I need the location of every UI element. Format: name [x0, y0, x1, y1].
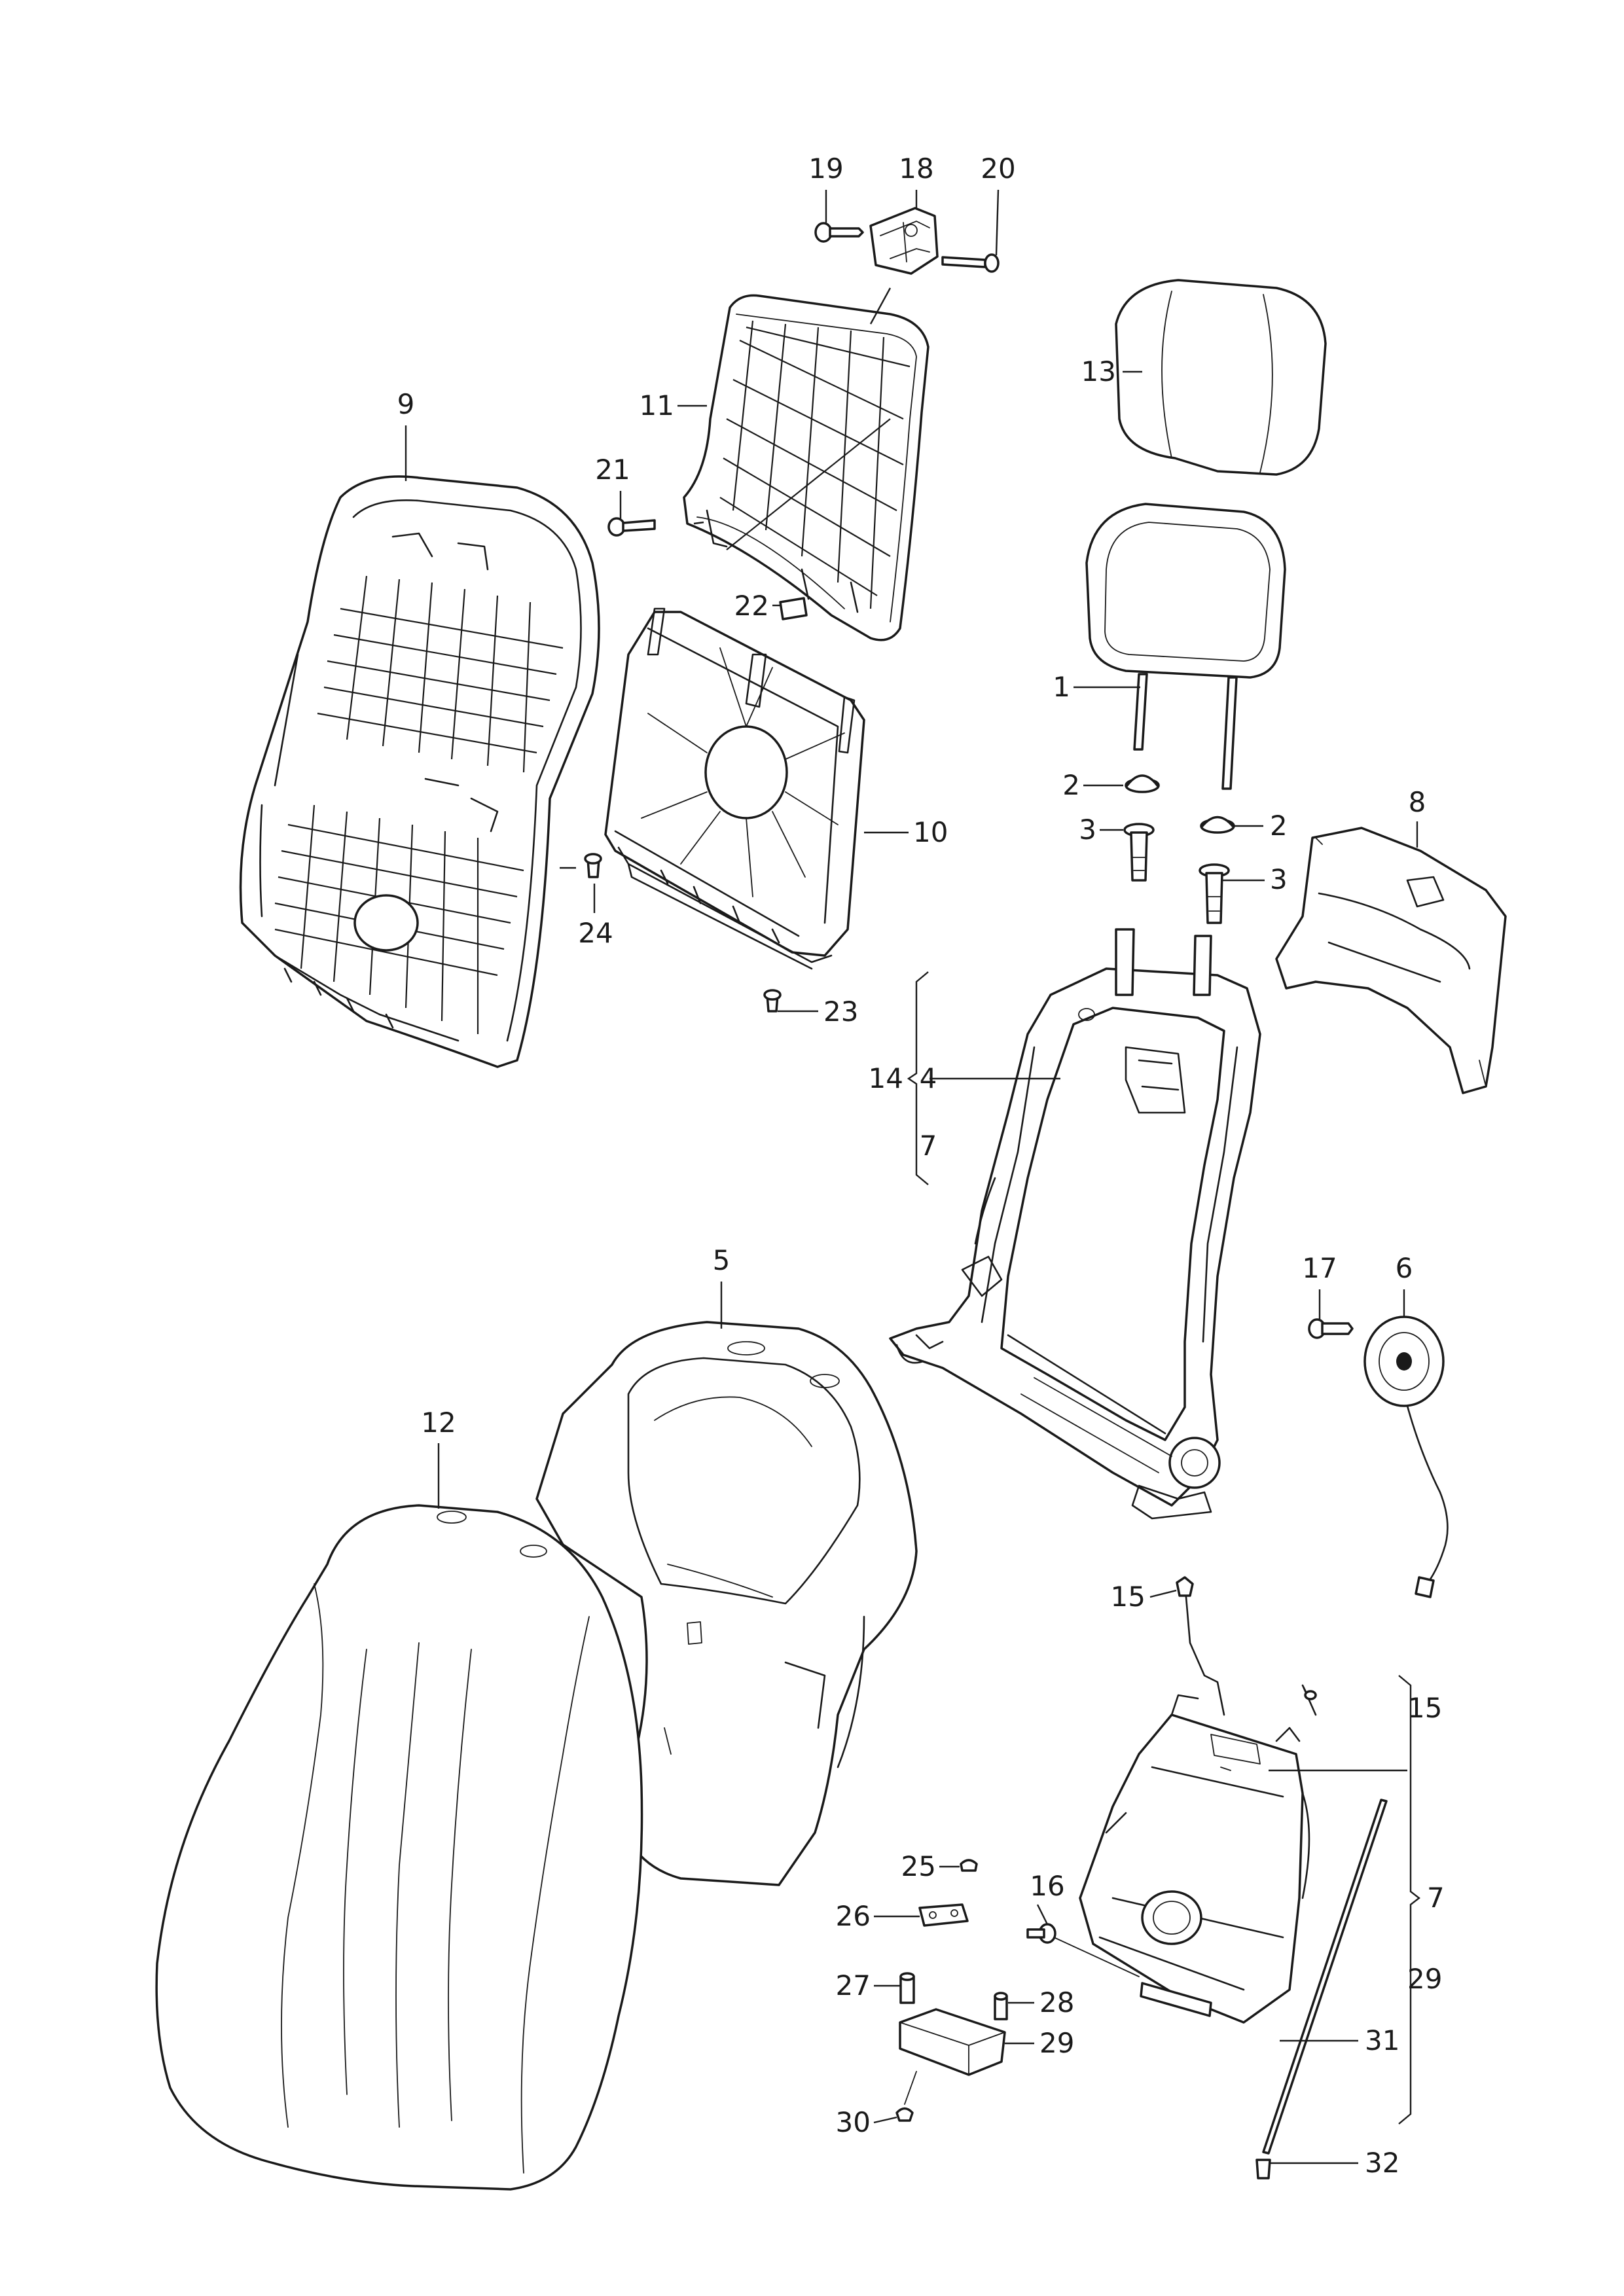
part-22-clip	[779, 597, 808, 620]
part-23-screw	[763, 989, 782, 1013]
lumbar-support-assembly	[1079, 1596, 1317, 2024]
callout-2a: 2	[1062, 769, 1080, 801]
callout-20: 20	[981, 152, 1015, 185]
callout-19: 19	[808, 152, 843, 185]
part-27-connector	[899, 1972, 915, 2004]
callout-27: 27	[836, 1969, 871, 2001]
callout-3a: 3	[1079, 814, 1096, 846]
part-19-screw	[814, 222, 864, 243]
part-28-connector	[994, 1992, 1008, 2020]
callout-31: 31	[1365, 2024, 1399, 2056]
callout-4: 4	[920, 1062, 937, 1094]
callout-3b: 3	[1270, 863, 1288, 895]
callout-15b: 15	[1407, 1692, 1442, 1724]
callout-12: 12	[421, 1407, 456, 1439]
callout-29a: 29	[1407, 1963, 1442, 1995]
callout-26: 26	[836, 1900, 871, 1932]
part-1-headrest	[1085, 503, 1286, 790]
callout-18: 18	[899, 152, 933, 185]
callout-28: 28	[1039, 1986, 1074, 2018]
assembly-brace-14	[907, 971, 929, 1185]
part-32-clip	[1255, 2159, 1271, 2179]
callout-14: 14	[869, 1062, 903, 1094]
part-4-backrest-frame	[889, 928, 1261, 1520]
part-11-backrest-mesh-panel	[683, 294, 929, 641]
part-5-backrest-foam-pad	[535, 1321, 918, 1886]
callout-22: 22	[734, 590, 769, 622]
callout-10: 10	[913, 816, 948, 848]
callout-11: 11	[640, 389, 674, 422]
part-18-bracket	[869, 207, 939, 275]
callout-5: 5	[713, 1244, 731, 1276]
part-2-guide-cap-left	[1125, 774, 1160, 793]
part-20-screw	[941, 253, 1000, 273]
part-3-guide-sleeve-left	[1123, 823, 1155, 882]
part-17-screw	[1308, 1318, 1354, 1339]
part-16-screw	[1026, 1923, 1140, 1977]
callout-7b: 7	[1427, 1882, 1445, 1914]
part-30-screw	[895, 2071, 917, 2122]
part-26-bracket	[918, 1903, 969, 1927]
part-15-clip-top	[1176, 1576, 1194, 1597]
callout-23: 23	[823, 996, 858, 1028]
callout-17: 17	[1302, 1252, 1337, 1284]
callout-30: 30	[836, 2106, 871, 2138]
callout-8: 8	[1409, 786, 1426, 818]
callout-32: 32	[1365, 2147, 1399, 2179]
part-3-guide-sleeve-right	[1199, 863, 1230, 924]
callout-25: 25	[901, 1850, 936, 1882]
assembly-brace-7	[1398, 1675, 1420, 2125]
part-6-motor	[1363, 1316, 1449, 1598]
callout-21: 21	[595, 454, 630, 486]
part-10-lumbar-frame	[604, 607, 865, 970]
part-13-headrest-cover	[1115, 279, 1327, 476]
part-24-screw	[584, 853, 602, 878]
leader-lines	[405, 189, 1418, 2164]
part-21-screw	[607, 517, 656, 537]
callout-9: 9	[397, 388, 415, 420]
callout-13: 13	[1081, 355, 1116, 387]
part-8-side-trim	[1275, 827, 1507, 1094]
part-12-backrest-cover	[155, 1504, 643, 2191]
callout-16: 16	[1030, 1870, 1064, 1902]
callout-6: 6	[1396, 1252, 1413, 1284]
callout-2b: 2	[1270, 810, 1288, 842]
callout-24: 24	[578, 917, 613, 949]
part-2-guide-cap-right	[1200, 816, 1235, 834]
part-9-backrest-rear-shell	[239, 475, 600, 1068]
callout-7a: 7	[920, 1130, 937, 1162]
callout-29b: 29	[1039, 2027, 1074, 2059]
part-25-clip	[960, 1859, 978, 1872]
callout-labels: 19 18 20 13 11 9 21 22 1 2 3 2 8 10 3 24…	[397, 152, 1445, 2179]
callout-15a: 15	[1111, 1581, 1146, 1613]
callout-1: 1	[1053, 671, 1070, 703]
part-31-cable	[1262, 1799, 1388, 2155]
part-29-control-unit	[899, 2008, 1006, 2076]
